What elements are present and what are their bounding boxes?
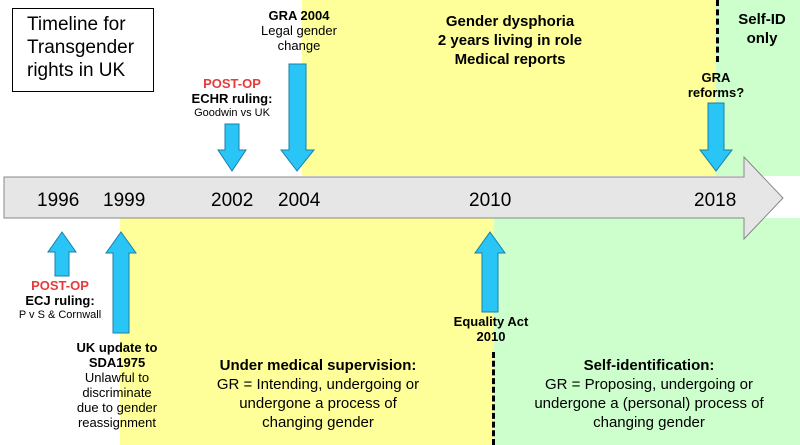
uk-update-arrow: [105, 231, 137, 334]
self-id-only-label: Self-ID only: [738, 11, 786, 47]
year-label: 2004: [278, 190, 321, 211]
medical-era-zone-top: [302, 0, 716, 176]
gra2004-label: GRA 2004 Legal gender change: [261, 8, 337, 53]
ecj-arrow: [47, 231, 77, 277]
year-label: 1999: [103, 190, 146, 211]
year-label: 2002: [211, 190, 254, 211]
equality-act-label: Equality Act 2010: [453, 314, 529, 344]
medical-era-criteria: Gender dysphoria 2 years living in role …: [437, 13, 583, 68]
self-id-zone-top: [716, 0, 800, 176]
uk-update-label: UK update to SDA1975 Unlawful to discrim…: [76, 340, 158, 430]
echr-label: POST-OP ECHR ruling: Goodwin vs UK: [191, 76, 273, 119]
echr-arrow: [217, 123, 247, 172]
gra2004-arrow: [279, 63, 316, 172]
gra-reforms-label: GRA reforms?: [687, 70, 745, 100]
medical-supervision-zone: [120, 218, 494, 445]
year-label: 1996: [37, 190, 80, 211]
diagram-title: Timeline for Transgender rights in UK: [12, 8, 154, 92]
medical-supervision-text: Under medical supervision: GR = Intendin…: [216, 357, 420, 431]
timeline-arrow: [3, 155, 784, 241]
equality-act-arrow: [474, 231, 506, 313]
ecj-label: POST-OP ECJ ruling: P v S & Cornwall: [18, 278, 102, 321]
self-identification-zone: [494, 218, 800, 445]
gra-reforms-arrow: [698, 102, 734, 172]
self-identification-text: Self-identification: GR = Proposing, und…: [534, 357, 764, 431]
year-label: 2010: [469, 190, 512, 211]
self-id-divider-top: [716, 0, 719, 62]
self-id-divider-bottom: [492, 352, 495, 445]
year-label: 2018: [694, 190, 737, 211]
